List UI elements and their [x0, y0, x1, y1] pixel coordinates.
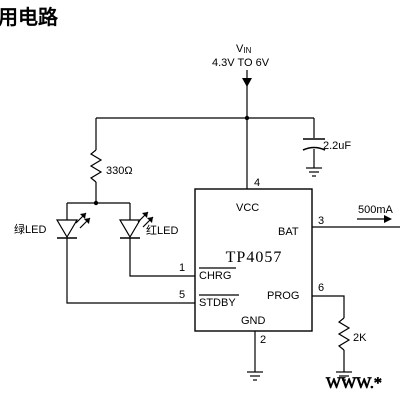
vin-arrow-symbol	[242, 70, 252, 87]
pin-chrg-label: CHRG	[199, 270, 231, 282]
pin-prog-label: PROG	[267, 290, 299, 302]
page-title: 用电路	[0, 5, 59, 29]
pin-chrg-number: 1	[179, 262, 185, 274]
prog-wire	[312, 295, 345, 318]
capacitor-ground-symbol	[306, 167, 322, 177]
output-current-label: 500mA	[358, 204, 394, 216]
green-led-symbol	[55, 203, 91, 239]
vin-range-label: 4.3V TO 6V	[212, 57, 270, 69]
pin-stdby-number: 5	[179, 289, 185, 301]
resistor-330-value-label: 330Ω	[106, 165, 133, 177]
resistor-2k-value-label: 2K	[353, 332, 367, 344]
pin-gnd-number: 2	[260, 334, 266, 346]
vin-label: VIN	[236, 43, 252, 55]
pin-vcc-number: 4	[254, 177, 260, 189]
green-led-label: 绿LED	[14, 222, 46, 236]
junction-dot	[93, 200, 99, 206]
resistor-330-symbol	[89, 149, 103, 183]
output-current-arrowhead	[384, 215, 392, 223]
pin-vcc-label: VCC	[236, 202, 259, 214]
red-led-label: 红LED	[146, 224, 178, 237]
watermark-text: WWW.*	[326, 375, 382, 392]
capacitor-value-label: 2.2uF	[323, 140, 351, 152]
ic-part-name: TP4057	[226, 249, 283, 266]
pin-gnd-label: GND	[241, 315, 266, 327]
pin-prog-number: 6	[318, 282, 324, 294]
red-led-to-chrg-wire	[129, 238, 195, 277]
pin-bat-number: 3	[318, 215, 324, 227]
pin-bat-label: BAT	[278, 226, 299, 238]
resistor-2k-symbol	[337, 317, 351, 351]
tp4057-ic-body	[194, 188, 313, 332]
green-led-to-stdby-wire	[66, 238, 195, 304]
ic-ground-symbol	[247, 371, 263, 381]
prog-ground-symbol	[336, 371, 352, 381]
vin-label-sub: IN	[243, 46, 251, 55]
vin-label-main: V	[236, 43, 244, 55]
pin-stdby-label: STDBY	[199, 297, 236, 309]
capacitor-symbol	[302, 118, 326, 168]
red-led-symbol	[118, 203, 154, 239]
